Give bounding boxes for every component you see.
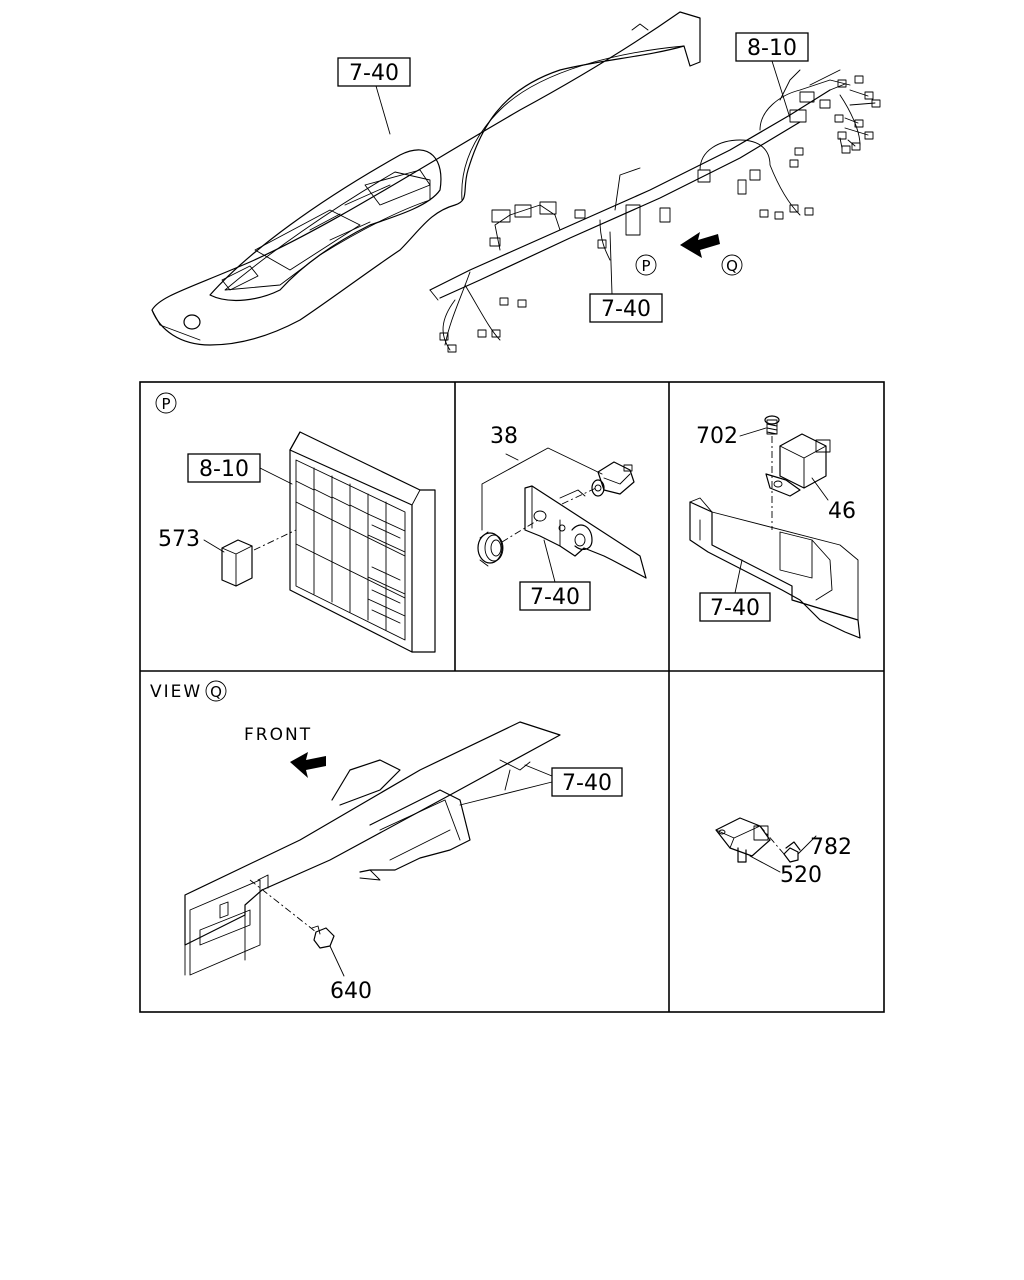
callout-520: 520 [780,863,822,888]
callout-7-40-harness: 7-40 [589,231,663,323]
svg-text:Q: Q [726,257,738,275]
view-q-arrow [680,232,720,258]
svg-text:P: P [641,257,650,275]
detail-frames [139,381,885,1013]
panel-view-q: VIEW Q FRONT 640 7-40 [150,680,623,1004]
part-782-screw [783,841,801,863]
view-q-marker: Q [721,254,743,276]
svg-text:7-40: 7-40 [562,771,612,796]
callout-573: 573 [158,527,200,552]
svg-text:7-40: 7-40 [530,585,580,610]
dashboard-illustration [151,11,701,346]
svg-text:8-10: 8-10 [747,36,797,61]
part-702-bolt [764,415,780,435]
callout-46: 46 [828,499,856,524]
svg-text:Q: Q [210,683,222,701]
svg-text:7-40: 7-40 [601,297,651,322]
panel-switch-38: 38 7-40 [477,424,647,611]
callout-7-40-switch-bracket: 7-40 [519,539,591,611]
panel-relay-46: 702 46 7-40 [689,415,861,639]
callout-8-10-harness: 8-10 [735,32,809,119]
callout-7-40-view-q: 7-40 [459,764,623,806]
callout-7-40-dashboard: 7-40 [337,57,411,135]
view-q-circle: Q [205,680,227,702]
view-label: VIEW [150,682,202,702]
part-46-relay [765,433,831,497]
part-640-bolt [311,925,335,949]
part-38-switch [559,461,635,499]
knob-ring [477,531,504,567]
svg-text:8-10: 8-10 [199,457,249,482]
wire-harness-illustration [429,69,881,353]
view-p-marker: P [635,254,657,276]
svg-text:7-40: 7-40 [710,596,760,621]
callout-702: 702 [696,424,738,449]
p-panel-marker: P [155,392,177,414]
callout-640: 640 [330,979,372,1004]
part-520-sensor [715,817,771,863]
panel-sensor-520: 782 520 [715,817,852,888]
front-label: FRONT [244,725,312,745]
svg-text:P: P [161,395,170,413]
panel-p-fusebox: P 8-10 573 [155,392,436,653]
front-arrow [290,752,326,778]
callout-38: 38 [490,424,518,449]
callout-782: 782 [810,835,852,860]
callout-8-10-fusebox: 8-10 [187,453,293,485]
callout-7-40-relay-bracket: 7-40 [699,559,771,622]
callout-text: 7-40 [349,61,399,86]
part-573-relay [221,539,253,587]
